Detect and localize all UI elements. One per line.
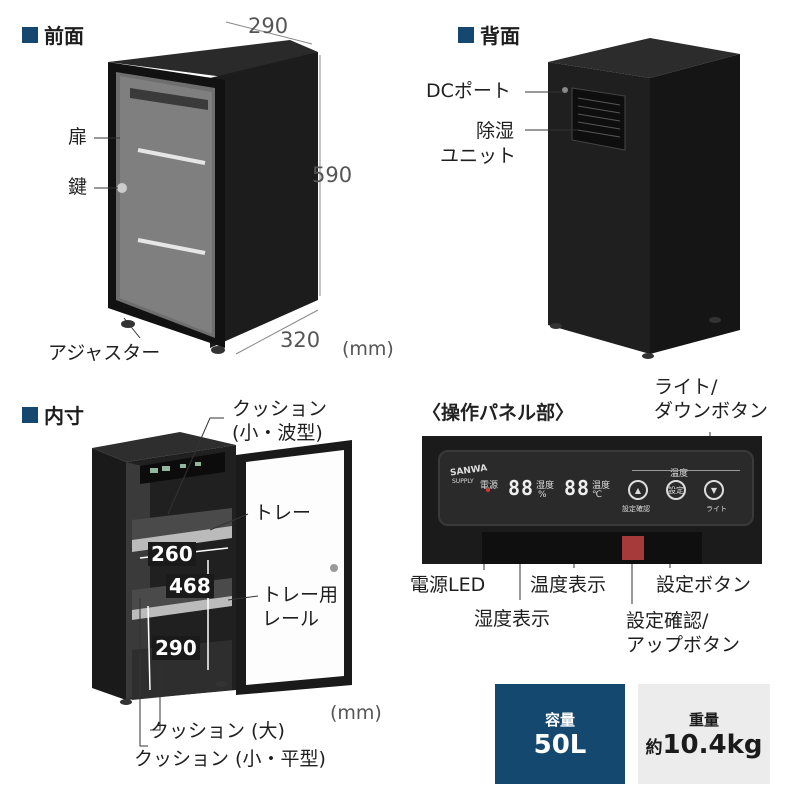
back-section-title: 背面	[458, 20, 520, 49]
brand-logo: SANWA	[449, 463, 488, 479]
tray-label: トレー	[254, 502, 312, 524]
cushion-flat-label: クッション (小・平型)	[134, 748, 326, 770]
light-down-label-line2: ダウンボタン	[654, 400, 769, 422]
weight-value-row: 約10.4kg	[645, 730, 762, 760]
section-square-icon	[22, 26, 38, 43]
front-width-dimension: 290	[248, 14, 289, 38]
dehumid-label-line2: ユニット	[440, 145, 517, 167]
front-section-title: 前面	[22, 20, 84, 49]
weight-value: 10.4kg	[662, 729, 763, 760]
control-panel-face: SANWA SUPPLY 電源 88 湿度 % 88 温度 ℃ 温度 ▲ 設定 …	[438, 450, 754, 526]
inner-height-dimension: 468	[166, 574, 214, 598]
cushion-large-label: クッション (大)	[150, 720, 285, 742]
set-button-label: 設定ボタン	[656, 574, 752, 596]
capacity-value: 50L	[533, 729, 587, 760]
front-height-dimension: 590	[312, 163, 353, 187]
cushion-wave-label-line2: (小・波型)	[232, 422, 323, 444]
front-title-text: 前面	[44, 24, 84, 48]
tray-rail-label-line1: トレー用	[262, 584, 339, 606]
brand-logo-sub: SUPPLY	[452, 478, 474, 485]
power-led-label: 電源LED	[410, 574, 486, 596]
percent-unit: %	[538, 490, 547, 500]
inner-section-title: 内寸	[22, 400, 84, 429]
front-unit-label: (mm)	[342, 338, 394, 360]
set-button[interactable]: 設定	[666, 480, 686, 500]
up-button[interactable]: ▲	[628, 480, 648, 500]
setting-small-label: 温度	[670, 469, 689, 479]
panel-section-title: 〈操作パネル部〉	[422, 402, 575, 424]
weight-label: 重量	[688, 710, 719, 729]
tray-rail-label-line2: レール	[262, 608, 320, 630]
down-button[interactable]: ▼	[704, 480, 724, 500]
inner-cabinet-illustration	[92, 417, 352, 747]
back-title-text: 背面	[480, 24, 520, 48]
inner-title-text: 内寸	[44, 404, 84, 428]
confirm-up-label-line1: 設定確認/	[626, 610, 709, 632]
cushion-wave-label-line1: クッション	[232, 398, 328, 420]
inner-width-dimension: 260	[148, 542, 196, 566]
section-square-icon	[22, 406, 38, 423]
control-panel-photo: SANWA SUPPLY 電源 88 湿度 % 88 温度 ℃ 温度 ▲ 設定 …	[422, 436, 762, 564]
dehumid-label-line1: 除湿	[476, 120, 515, 142]
power-small-label: 電源	[480, 481, 499, 491]
humid-small-label: 湿度	[536, 481, 555, 491]
inner-unit-label: (mm)	[330, 702, 382, 724]
back-cabinet-illustration	[525, 38, 740, 359]
humid-display-label: 湿度表示	[474, 608, 551, 630]
button-group-line	[632, 470, 740, 471]
weight-prefix: 約	[645, 737, 663, 758]
capacity-box: 容量 50L	[495, 684, 625, 784]
wire-connector	[622, 536, 644, 560]
confirm-small-label: 設定確認	[622, 505, 650, 513]
dc-port-label: DCポート	[426, 80, 511, 102]
set-button-text: 設定	[668, 485, 684, 495]
door-label: 扉	[68, 126, 88, 148]
power-led-dot	[486, 488, 490, 492]
key-label: 鍵	[68, 176, 88, 198]
front-depth-dimension: 320	[280, 328, 321, 352]
light-down-label-line1: ライト/	[654, 376, 718, 398]
temp-segment-display: 88	[564, 476, 591, 500]
cabinet-interior-strip	[482, 532, 702, 564]
down-triangle-icon: ▼	[710, 485, 718, 495]
adjuster-label: アジャスター	[48, 342, 161, 364]
capacity-label: 容量	[544, 710, 575, 729]
humid-segment-display: 88	[508, 476, 535, 500]
section-square-icon	[458, 26, 474, 43]
temp-small-label: 温度	[592, 481, 611, 491]
up-triangle-icon: ▲	[634, 485, 642, 495]
weight-box: 重量 約10.4kg	[638, 684, 770, 784]
confirm-up-label-line2: アップボタン	[626, 634, 741, 656]
front-cabinet-illustration	[94, 21, 321, 355]
degree-unit: ℃	[592, 490, 603, 500]
temp-display-label: 温度表示	[530, 574, 607, 596]
inner-depth-dimension: 290	[152, 636, 200, 660]
light-small-label: ライト	[706, 505, 727, 513]
